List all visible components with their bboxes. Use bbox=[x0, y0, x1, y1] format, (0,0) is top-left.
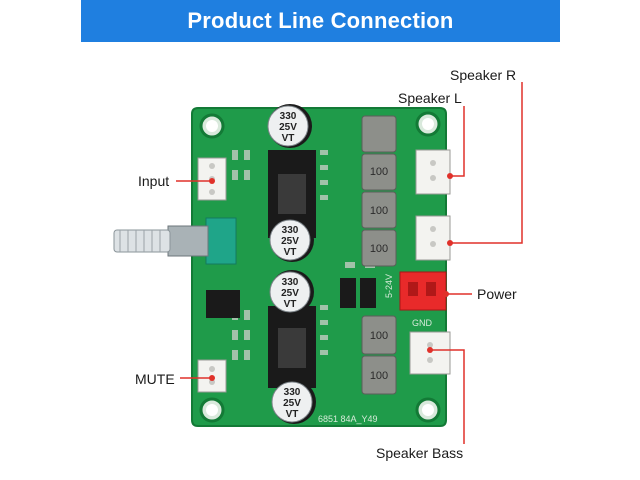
capacitor-label: VT bbox=[282, 133, 295, 144]
board-silkscreen: 6851 84A_Y49 bbox=[318, 414, 378, 424]
voltage-label: 5-24V bbox=[384, 274, 394, 298]
capacitor bbox=[267, 104, 312, 148]
label-speaker-r: Speaker R bbox=[450, 67, 517, 83]
capacitor-label: VT bbox=[286, 409, 299, 420]
page-title: Product Line Connection bbox=[187, 8, 454, 33]
speaker-r-leader bbox=[450, 82, 523, 244]
inductor-label: 100 bbox=[370, 205, 388, 217]
label-mute: MUTE bbox=[135, 371, 175, 387]
inductor-label: 100 bbox=[370, 243, 388, 255]
capacitor-label: 330 bbox=[280, 111, 297, 122]
capacitor-label: 330 bbox=[282, 225, 299, 236]
speaker-bass-leader bbox=[430, 349, 465, 444]
capacitor-label: 330 bbox=[284, 387, 301, 398]
capacitor-label: 330 bbox=[282, 277, 299, 288]
inductor-label: 100 bbox=[370, 166, 388, 178]
capacitor-label: 25V bbox=[281, 288, 299, 299]
capacitor bbox=[271, 380, 316, 424]
amplifier-chip bbox=[268, 306, 316, 388]
capacitor-label: 25V bbox=[283, 398, 301, 409]
label-input: Input bbox=[138, 173, 170, 189]
header-bar: Product Line Connection bbox=[81, 0, 560, 42]
transistor bbox=[340, 278, 376, 308]
capacitor-label: VT bbox=[284, 299, 297, 310]
power-connector bbox=[399, 271, 447, 311]
capacitor-label: 25V bbox=[279, 122, 297, 133]
label-speaker-l: Speaker L bbox=[398, 90, 462, 106]
capacitor bbox=[269, 270, 314, 314]
volume-knob bbox=[113, 217, 237, 265]
op-amp-chip bbox=[206, 290, 240, 318]
leader-dots bbox=[209, 173, 453, 381]
label-speaker-bass: Speaker Bass bbox=[376, 445, 464, 461]
speaker-r-connector bbox=[415, 149, 451, 195]
capacitor-label: VT bbox=[284, 247, 297, 258]
inductor-label: 100 bbox=[370, 370, 388, 382]
capacitor-label: 25V bbox=[281, 236, 299, 247]
speaker-l-connector bbox=[415, 215, 451, 261]
inductor-label: 100 bbox=[370, 330, 388, 342]
capacitor bbox=[269, 218, 314, 262]
leader-lines bbox=[176, 82, 523, 444]
inductor bbox=[361, 115, 397, 395]
speaker-l-leader bbox=[450, 106, 465, 177]
gnd-label: GND bbox=[412, 318, 433, 328]
label-power: Power bbox=[477, 286, 517, 302]
pcb-board bbox=[191, 107, 447, 427]
